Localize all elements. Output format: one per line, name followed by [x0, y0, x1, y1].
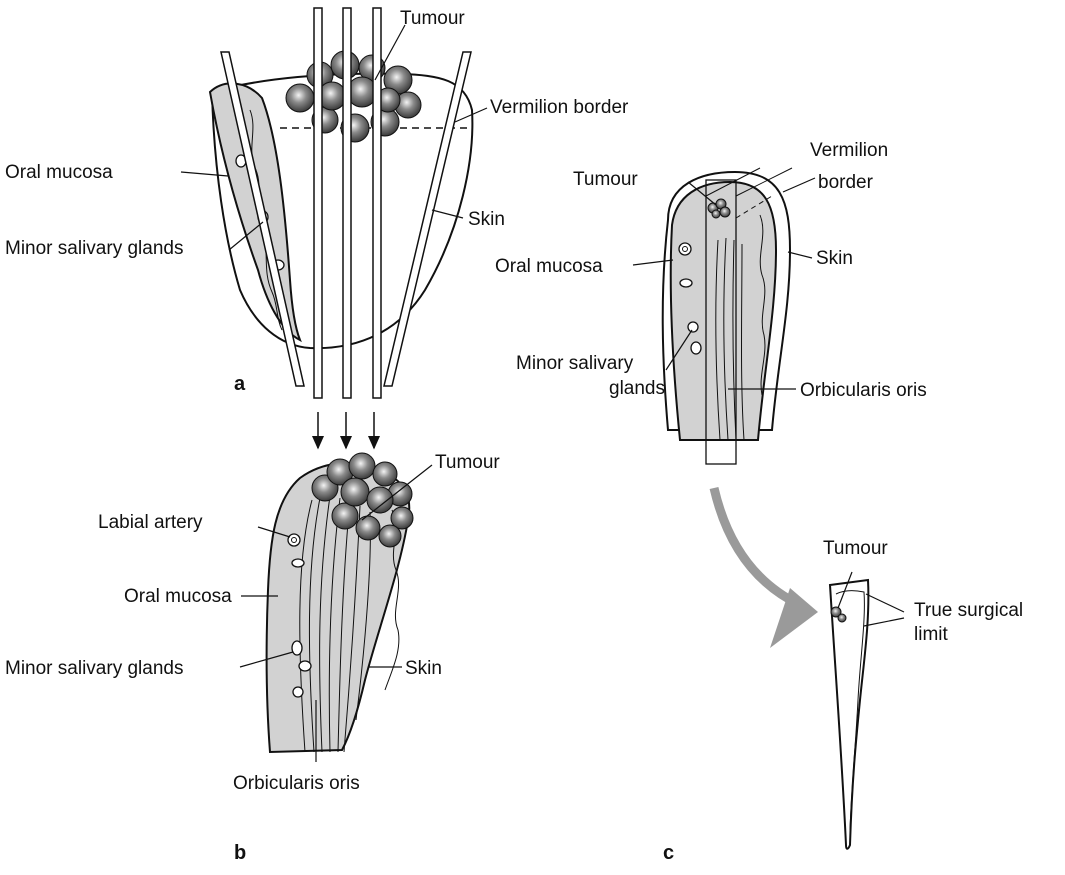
- leader-true-limit-2: [864, 618, 904, 626]
- leader-skin-c: [788, 252, 812, 258]
- leader-vermilion-c: [783, 178, 815, 192]
- panel-letter-a: a: [234, 373, 246, 395]
- label-oral-mucosa-a: Oral mucosa: [5, 162, 113, 183]
- label-section-tumour-c: Tumour: [823, 538, 888, 559]
- panel-c: Tumour Vermilion border Oral mucosa Skin…: [495, 140, 1023, 864]
- label-tumour-c: Tumour: [573, 169, 638, 190]
- leader-true-limit-1: [866, 594, 904, 612]
- label-orbicularis-oris-c: Orbicularis oris: [800, 380, 927, 401]
- label-tumour-a: Tumour: [400, 8, 465, 29]
- label-true-limit-line1: True surgical: [914, 600, 1023, 621]
- labial-artery-inner: [292, 538, 297, 543]
- label-glands-c-line2: glands: [609, 378, 665, 399]
- section-sliver-c: [830, 580, 868, 849]
- down-arrows: [318, 412, 374, 448]
- label-minor-salivary-glands-b: Minor salivary glands: [5, 658, 183, 679]
- label-skin-b: Skin: [405, 658, 442, 679]
- label-vermilion-border-c-line2: border: [818, 172, 874, 193]
- gland-b-2: [292, 641, 302, 655]
- label-oral-mucosa-c: Oral mucosa: [495, 256, 603, 277]
- gland-b-3: [299, 661, 311, 671]
- panel-b: Tumour Labial artery Oral mucosa Minor s…: [5, 452, 500, 864]
- label-glands-c-line1: Minor salivary: [516, 353, 634, 374]
- label-skin-a: Skin: [468, 209, 505, 230]
- gland-c-2: [688, 322, 698, 332]
- panel-a: Tumour Vermilion border Oral mucosa Skin…: [5, 8, 629, 398]
- label-skin-c: Skin: [816, 248, 853, 269]
- label-minor-salivary-glands-a: Minor salivary glands: [5, 238, 183, 259]
- gland-c-1: [680, 279, 692, 287]
- labial-artery-c-inner: [683, 247, 688, 252]
- label-oral-mucosa-b: Oral mucosa: [124, 586, 232, 607]
- label-labial-artery-b: Labial artery: [98, 512, 203, 533]
- label-vermilion-border-c-line1: Vermilion: [810, 140, 888, 161]
- panel-letter-b: b: [234, 842, 246, 864]
- gland-b-1: [292, 559, 304, 567]
- flow-arrow-c: [714, 488, 800, 605]
- panel-letter-c: c: [663, 842, 674, 864]
- label-tumour-b: Tumour: [435, 452, 500, 473]
- section-slices-a: [221, 8, 471, 398]
- label-orbicularis-oris-b: Orbicularis oris: [233, 773, 360, 794]
- label-vermilion-border-a: Vermilion border: [490, 97, 629, 118]
- label-true-limit-line2: limit: [914, 624, 948, 645]
- gland-c-3: [691, 342, 701, 354]
- gland-b-4: [293, 687, 303, 697]
